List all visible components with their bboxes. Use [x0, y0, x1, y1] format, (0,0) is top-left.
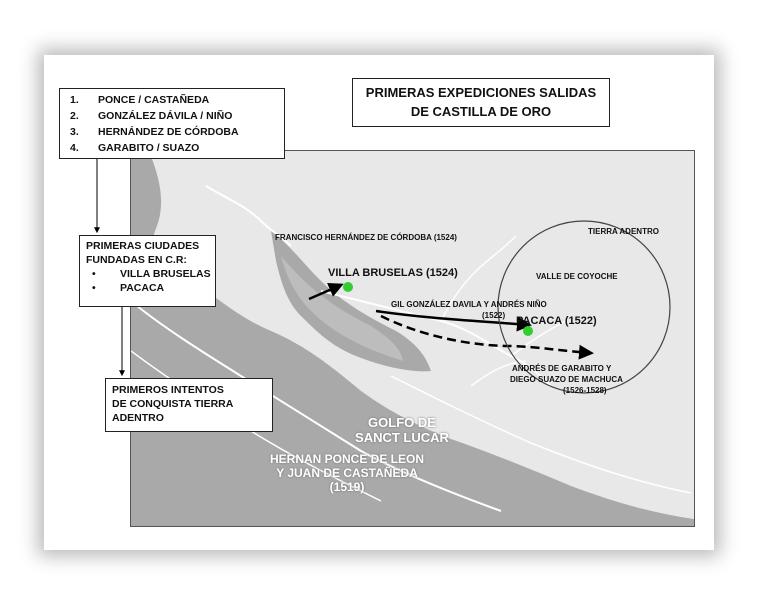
conquest-box: PRIMEROS INTENTOS DE CONQUISTA TIERRA AD…: [105, 378, 273, 432]
title-line-2: DE CASTILLA DE ORO: [410, 104, 552, 119]
gil-route-arrow: [375, 309, 532, 332]
pacaca-label: PACACA (1522): [516, 315, 597, 327]
garabito-label-line-1: ANDRÉS DE GARABITO Y: [512, 364, 612, 373]
cities-box: PRIMERAS CIUDADES FUNDADAS EN C.R: •VILL…: [79, 235, 216, 307]
list-item: 1.PONCE / CASTAÑEDA: [70, 94, 210, 106]
river: [320, 290, 552, 387]
river: [440, 235, 517, 322]
map-area: [130, 150, 695, 527]
conquest-line: PRIMEROS INTENTOS: [112, 384, 224, 396]
villa-bruselas-label: VILLA BRUSELAS (1524): [328, 267, 458, 279]
list-item: •PACACA: [92, 282, 165, 294]
river: [470, 360, 527, 387]
river: [510, 320, 567, 357]
gulf-label: GOLFO DE SANCT LUCAR: [355, 415, 449, 445]
gil-label-line-2: (1522): [482, 311, 506, 320]
conquest-line: DE CONQUISTA TIERRA: [112, 398, 234, 410]
garabito-label-line-3: (1526-1528): [563, 386, 607, 395]
pacaca-marker: [523, 326, 533, 336]
coast-line: [390, 375, 692, 494]
tierra-adentro-label: TIERRA ADENTRO: [588, 227, 659, 236]
cities-heading: FUNDADAS EN C.R:: [86, 254, 187, 266]
river: [205, 185, 292, 247]
villa-bruselas-marker: [343, 282, 353, 292]
list-item: •VILLA BRUSELAS: [92, 268, 211, 280]
ponce-label: HERNAN PONCE DE LEON Y JUAN DE CASTAÑEDA…: [269, 452, 424, 494]
cordoba-label: FRANCISCO HERNÁNDEZ DE CÓRDOBA (1524): [275, 233, 457, 242]
valle-label: VALLE DE COYOCHE: [536, 272, 618, 281]
gulf-inlet: [271, 231, 431, 372]
sea: [131, 151, 694, 526]
list-item: 4.GARABITO / SUAZO: [70, 142, 200, 154]
conquest-line: ADENTRO: [112, 412, 164, 424]
list-item: 2.GONZÁLEZ DÁVILA / NIÑO: [70, 110, 233, 122]
gil-label-line-1: GIL GONZÁLEZ DAVILA Y ANDRÉS NIÑO: [391, 300, 547, 309]
expedition-list: 1.PONCE / CASTAÑEDA 2.GONZÁLEZ DÁVILA / …: [59, 88, 285, 159]
garabito-route-arrow: [380, 314, 594, 360]
map-canvas: [131, 151, 694, 526]
map-title: PRIMERAS EXPEDICIONES SALIDAS DE CASTILL…: [352, 78, 610, 127]
coast-line: [131, 300, 502, 512]
title-line-1: PRIMERAS EXPEDICIONES SALIDAS: [365, 85, 597, 100]
tierra-adentro-circle: [497, 220, 671, 394]
list-item: 3.HERNÁNDEZ DE CÓRDOBA: [70, 126, 239, 138]
garabito-label-line-2: DIEGO SUAZO DE MACHUCA: [510, 375, 623, 384]
cordoba-route-arrow: [308, 282, 344, 301]
cities-heading: PRIMERAS CIUDADES: [86, 240, 200, 252]
gulf-inner: [281, 256, 403, 361]
